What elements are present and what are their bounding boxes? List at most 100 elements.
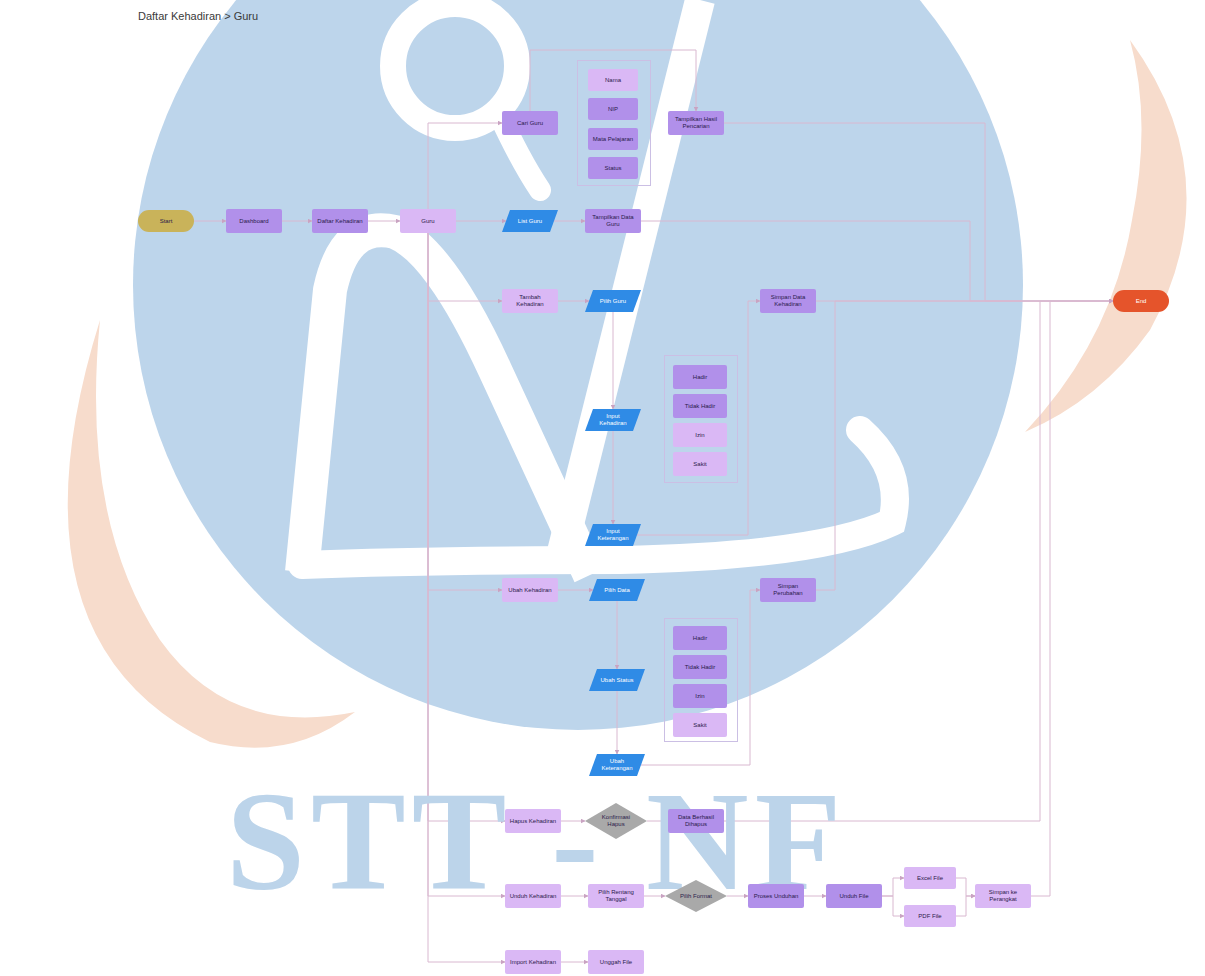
process-box: Unggah File [588, 950, 644, 974]
group-outline [665, 356, 738, 483]
process-box: Simpan Perubahan [760, 578, 816, 602]
connector [956, 878, 975, 896]
node-text: List Guru [518, 218, 542, 225]
connector [641, 590, 760, 765]
connector [456, 221, 506, 222]
process-box: Sakit [673, 713, 727, 737]
process-box: Izin [673, 684, 727, 708]
node-text: Tampilkan Hasil Pencarian [671, 116, 721, 130]
process-box: Hapus Kehadiran [505, 809, 561, 833]
decision-diamond: Konfirmasi Hapus [585, 803, 647, 839]
process-box: Unduh Kehadiran [505, 884, 561, 908]
node-text: Pilih Data [604, 587, 630, 594]
process-box: Tidak Hadir [673, 655, 727, 679]
connector [724, 301, 1113, 821]
connector [617, 601, 618, 669]
node-text: Input Keterangan [594, 528, 632, 542]
process-box: Nama [588, 69, 638, 91]
connector [194, 221, 226, 222]
connector [724, 123, 1113, 301]
process-box: Izin [673, 423, 727, 447]
connector [558, 590, 593, 591]
process-box: Mata Pelajaran [588, 128, 638, 150]
connector [428, 233, 502, 590]
connector [956, 896, 975, 916]
io-parallelogram: Pilih Guru [585, 290, 641, 312]
node-text: Tidak Hadir [685, 664, 715, 671]
decision-diamond: Pilih Format [665, 880, 727, 912]
process-box: PDF File [904, 905, 956, 927]
node-text: Ubah Status [600, 677, 633, 684]
process-box: Tampilkan Hasil Pencarian [668, 111, 724, 135]
process-box: Data Berhasil Dihapus [668, 809, 724, 833]
node-text: Hapus Kehadiran [510, 818, 556, 825]
process-box: Guru [400, 209, 456, 233]
node-text: Status [604, 165, 621, 172]
node-text: Daftar Kehadiran [317, 218, 362, 225]
process-box: Pilih Rentang Tanggal [588, 884, 644, 908]
node-text: Unduh File [839, 893, 868, 900]
connector [282, 221, 312, 222]
process-box: NIP [588, 98, 638, 120]
group-outline [578, 61, 651, 186]
node-text: Simpan ke Perangkat [978, 889, 1028, 903]
io-parallelogram: List Guru [502, 210, 558, 232]
process-box: Tampilkan Data Guru [585, 209, 641, 233]
node-text: Izin [695, 693, 704, 700]
node-text: Pilih Format [680, 893, 712, 900]
group-outline [665, 619, 738, 742]
connector [428, 233, 502, 301]
process-box: Simpan ke Perangkat [975, 884, 1031, 908]
node-text: Sakit [693, 722, 706, 729]
connector [613, 431, 614, 524]
terminal-oval: End [1113, 290, 1169, 312]
connector [613, 312, 614, 409]
connector [428, 233, 505, 821]
process-box: Import Kehadiran [505, 950, 561, 974]
node-text: Unduh Kehadiran [510, 893, 557, 900]
node-text: Hadir [693, 374, 707, 381]
io-parallelogram: Ubah Status [589, 669, 645, 691]
process-box: Status [588, 157, 638, 179]
io-parallelogram: Input Kehadiran [585, 409, 641, 431]
node-text: Simpan Data Kehadiran [763, 294, 813, 308]
process-box: Tambah Kehadiran [502, 289, 558, 313]
node-text: Simpan Perubahan [763, 583, 813, 597]
node-text: Tidak Hadir [685, 403, 715, 410]
connector [882, 878, 904, 896]
connector [637, 301, 760, 535]
node-text: Excel File [917, 875, 943, 882]
process-box: Ubah Kehadiran [502, 578, 558, 602]
node-text: Mata Pelajaran [593, 136, 633, 143]
connector [561, 962, 588, 963]
connector [816, 301, 1113, 590]
process-box: Excel File [904, 867, 956, 889]
node-text: Sakit [693, 461, 706, 468]
node-text: Izin [695, 432, 704, 439]
process-box: Unduh File [826, 884, 882, 908]
node-text: Data Berhasil Dihapus [671, 814, 721, 828]
process-box: Hadir [673, 365, 727, 389]
node-text: NIP [608, 106, 618, 113]
connector [882, 896, 904, 916]
connector [1031, 301, 1113, 896]
node-text: Guru [421, 218, 434, 225]
process-box: Hadir [673, 626, 727, 650]
process-box: Sakit [673, 452, 727, 476]
node-text: Import Kehadiran [510, 959, 556, 966]
process-box: Tidak Hadir [673, 394, 727, 418]
process-box: Dashboard [226, 209, 282, 233]
node-text: Cari Guru [517, 120, 543, 127]
node-text: Proses Unduhan [754, 893, 799, 900]
io-parallelogram: Pilih Data [589, 579, 645, 601]
node-text: Tambah Kehadiran [505, 294, 555, 308]
connector [368, 221, 400, 222]
node-text: Hadir [693, 635, 707, 642]
diagram-title: Daftar Kehadiran > Guru [138, 10, 258, 22]
node-text: Dashboard [239, 218, 268, 225]
connector [558, 301, 589, 302]
io-parallelogram: Ubah Keterangan [589, 754, 645, 776]
node-text: Ubah Keterangan [598, 758, 636, 772]
process-box: Cari Guru [502, 111, 558, 135]
node-text: Tampilkan Data Guru [588, 214, 638, 228]
